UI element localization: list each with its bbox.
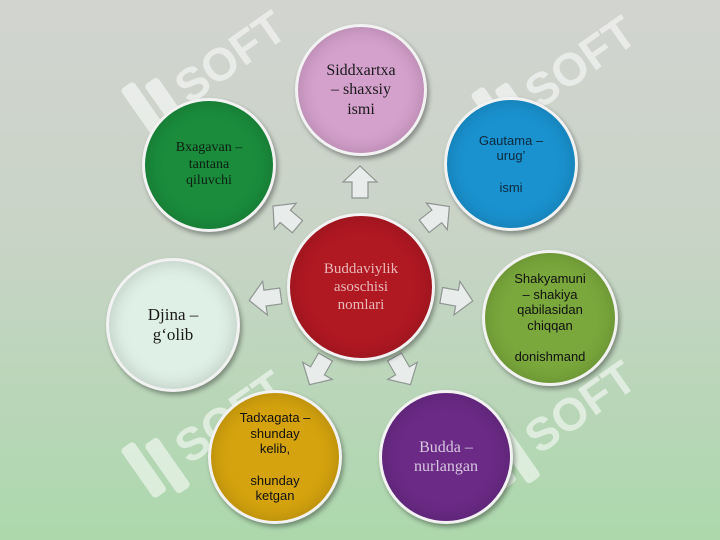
node-djina-label: Djina – g‘olib [147,304,199,344]
arrow-to-siddxartxa [341,165,379,199]
arrow-to-shakyamuni [439,279,474,317]
arrow-to-djina [248,279,283,317]
node-djina: Djina – g‘olib [106,258,240,392]
arrow-to-gautama [418,202,451,234]
node-budda: Budda – nurlangan [379,390,513,524]
node-budda-label: Budda – nurlangan [414,438,478,475]
node-shakyamuni: Shakyamuni – shakiya qabilasidan chiqqan… [482,250,618,386]
center-node: Buddaviylik asoschisi nomlari [287,213,435,361]
node-tadxagata: Tadxagata – shunday kelib, shunday ketga… [208,390,342,524]
node-siddxartxa-label: Siddxartxa – shaxsiy ismi [326,62,396,118]
node-bxagavan-label: Bxagavan – tantana qiluvchi [175,139,243,189]
node-siddxartxa: Siddxartxa – shaxsiy ismi [295,24,427,156]
node-gautama: Gautama – urug’ ismi [444,97,578,231]
arrow-to-tadxagata [301,352,334,386]
node-gautama-label: Gautama – urug’ ismi [478,132,544,195]
arrow-to-bxagavan [272,202,304,234]
center-node-label: Buddaviylik asoschisi nomlari [323,261,399,313]
node-bxagavan: Bxagavan – tantana qiluvchi [142,98,276,232]
node-tadxagata-label: Tadxagata – shunday kelib, shunday ketga… [239,410,311,504]
node-shakyamuni-label: Shakyamuni – shakiya qabilasidan chiqqan… [514,271,586,365]
arrow-to-budda [386,352,419,386]
